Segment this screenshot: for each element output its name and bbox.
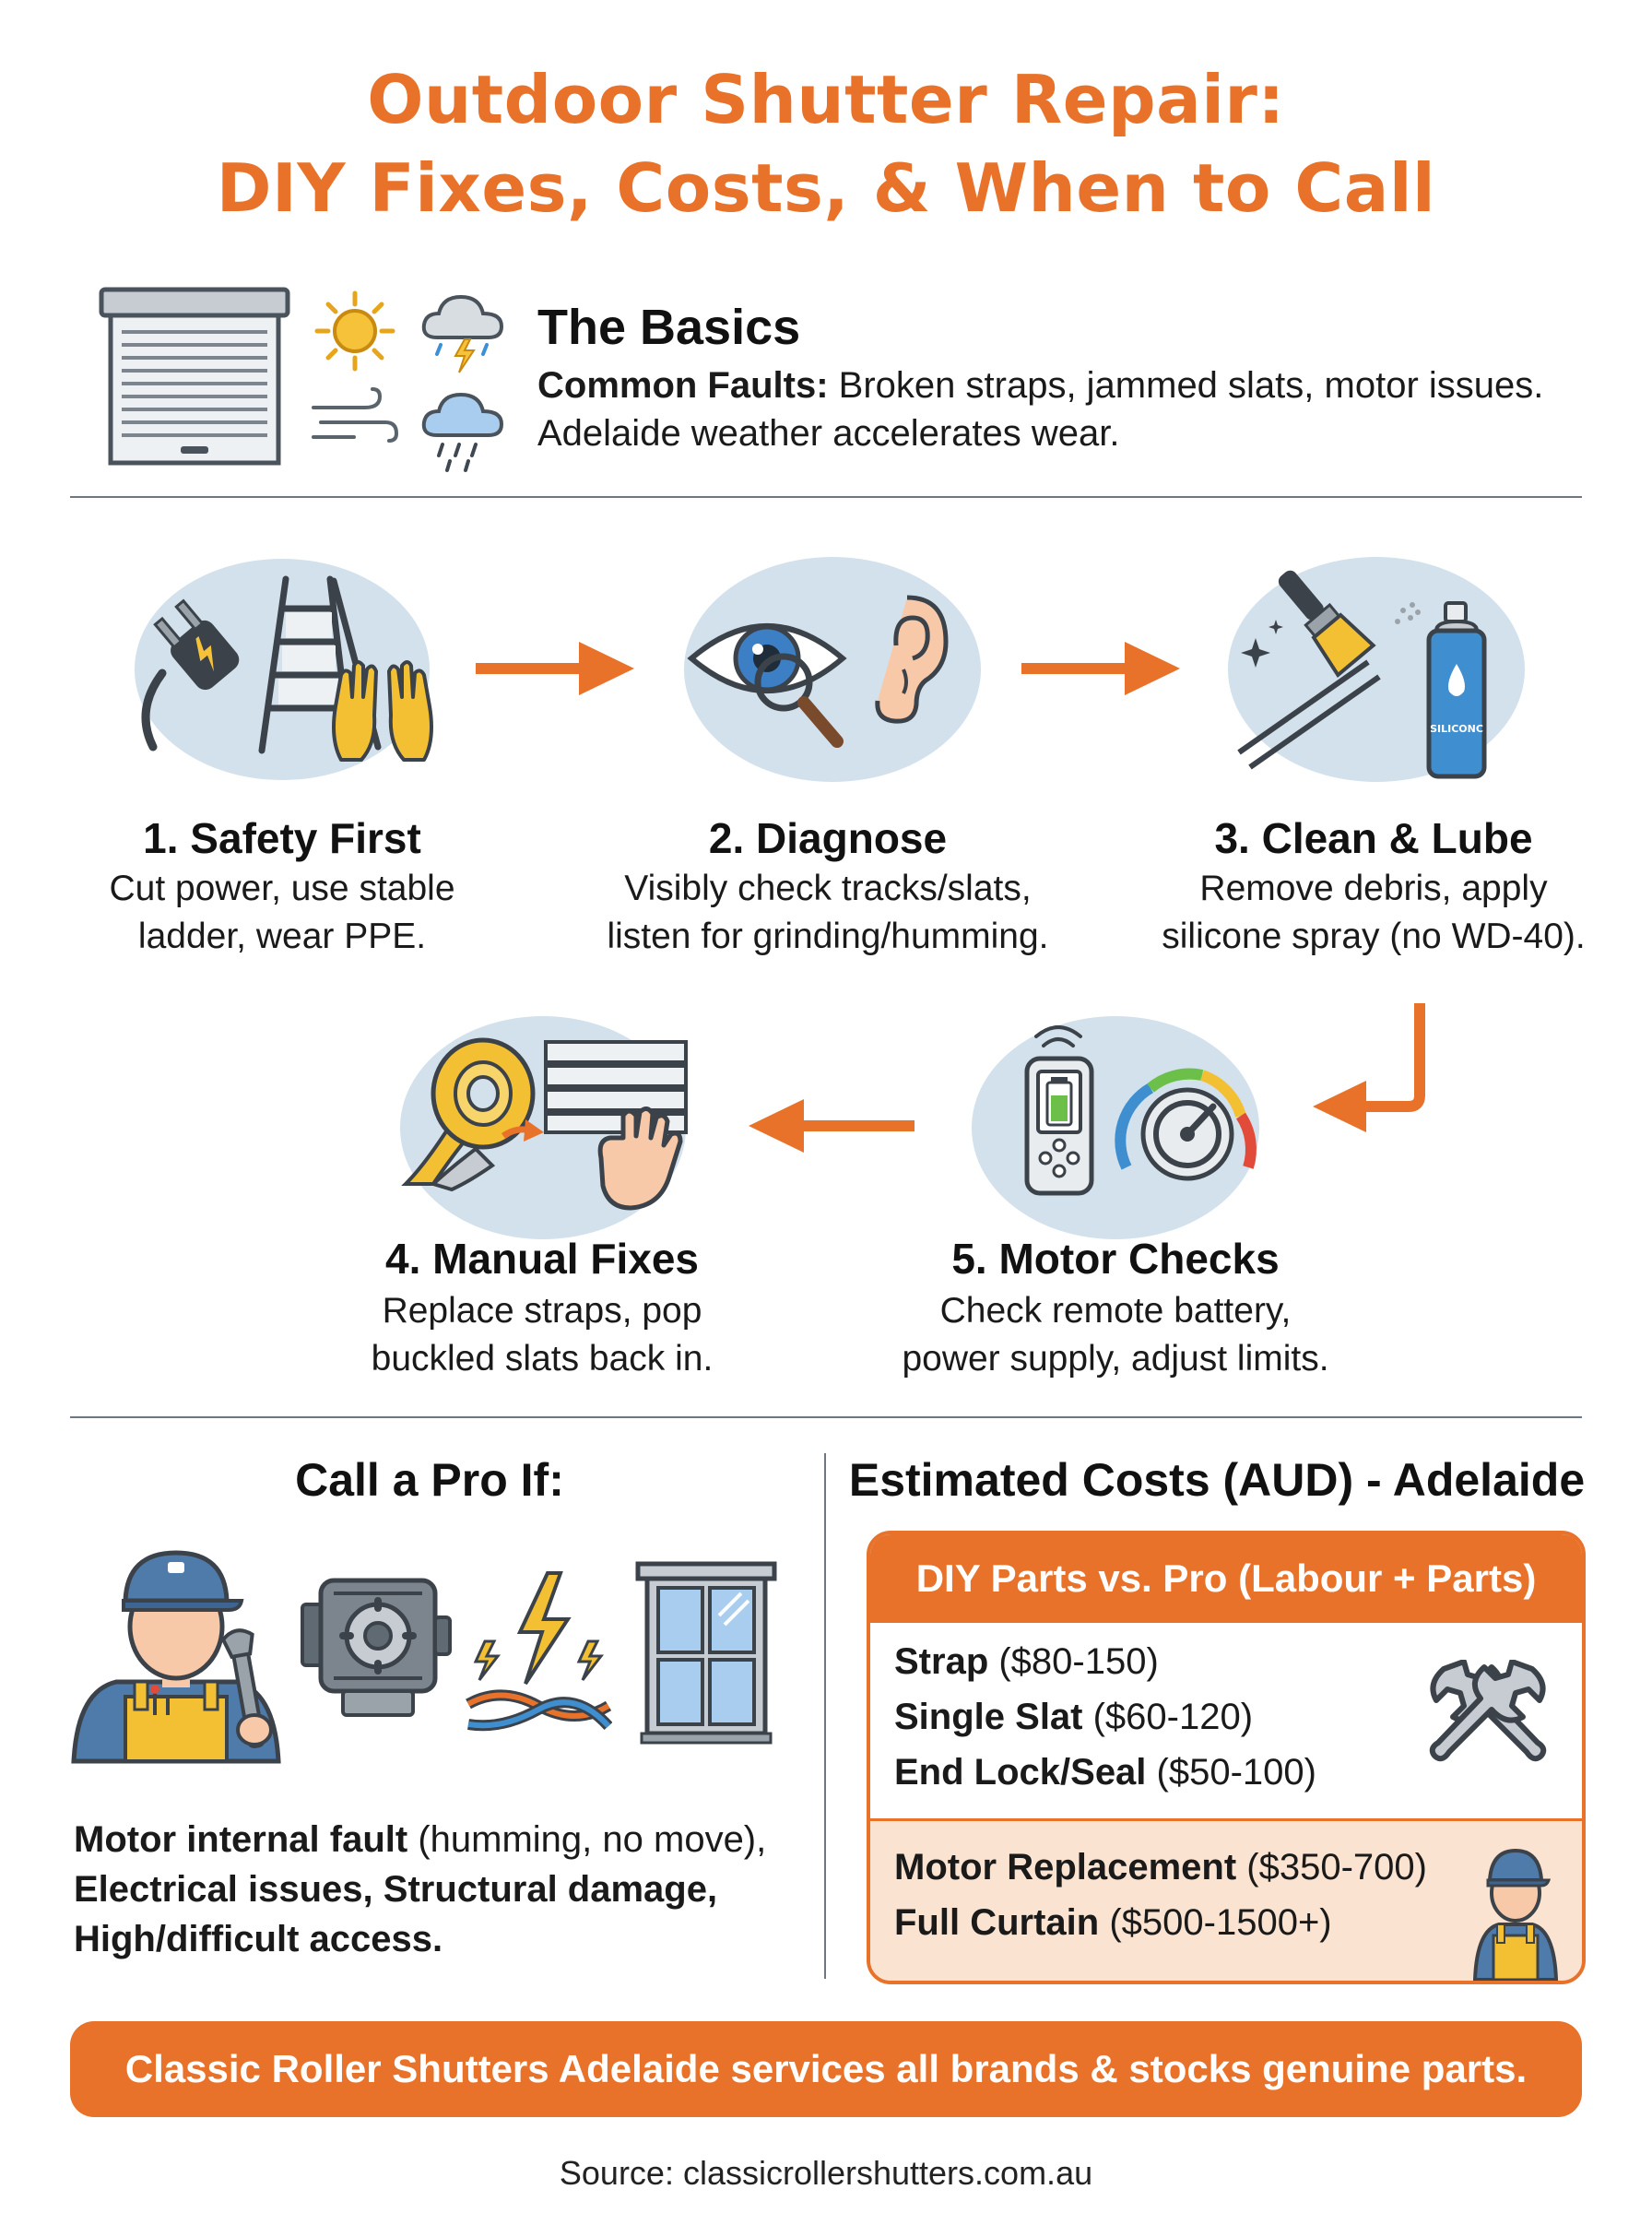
sun-icon	[313, 290, 396, 373]
cost-line-motor: Motor Replacement ($350-700)	[894, 1847, 1427, 1888]
gloves-icon	[323, 651, 442, 771]
basics-heading: The Basics	[537, 300, 801, 355]
magnifier-icon	[747, 645, 848, 756]
arrow-right-icon	[472, 636, 638, 701]
step5-desc1: Check remote battery,	[939, 1291, 1292, 1331]
step1-title: 1. Safety First	[143, 814, 421, 862]
ear-icon	[861, 590, 953, 728]
cost-line-slat: Single Slat ($60-120)	[894, 1697, 1254, 1737]
hand-icon	[583, 1103, 702, 1213]
rain-cloud-icon	[417, 384, 509, 476]
page-title-line2: DIY Fixes, Costs, & When to Call	[216, 149, 1436, 227]
cost-diy-section: Strap ($80-150) Single Slat ($60-120) En…	[870, 1623, 1582, 1818]
slats-icon	[542, 1035, 690, 1136]
step5-desc2: power supply, adjust limits.	[902, 1339, 1329, 1379]
technician-icon	[70, 1534, 282, 1765]
pro-item: High/difficult access.	[74, 1919, 443, 1959]
faults-text: Broken straps, jammed slats, motor issue…	[828, 365, 1544, 406]
cost-pro-section: Motor Replacement ($350-700) Full Curtai…	[870, 1818, 1582, 1981]
cost-box: DIY Parts vs. Pro (Labour + Parts) Strap…	[867, 1531, 1586, 1984]
wrenches-icon	[1423, 1660, 1552, 1789]
step2-title: 2. Diagnose	[708, 814, 948, 862]
arrow-right-icon	[1018, 636, 1184, 701]
divider-middle	[70, 1416, 1582, 1418]
arrow-left-icon	[743, 1094, 918, 1158]
pro-heading: Call a Pro If:	[295, 1454, 564, 1506]
costs-heading: Estimated Costs (AUD) - Adelaide	[848, 1454, 1586, 1506]
remote-icon	[1018, 1025, 1101, 1201]
step4-title: 4. Manual Fixes	[384, 1235, 699, 1283]
divider-top	[70, 496, 1582, 498]
basics-faults: Common Faults: Broken straps, jammed sla…	[537, 365, 1543, 407]
spray-label: SILICONC	[1430, 723, 1483, 735]
step3-title: 3. Clean & Lube	[1214, 814, 1533, 862]
faults-label: Common Faults:	[537, 365, 829, 406]
step4-desc2: buckled slats back in.	[371, 1339, 714, 1379]
footer-banner: Classic Roller Shutters Adelaide service…	[70, 2021, 1582, 2117]
window-icon	[634, 1560, 778, 1745]
plug-icon	[125, 572, 264, 756]
step3-desc2: silicone spray (no WD-40).	[1162, 917, 1586, 956]
source-credit: Source: classicrollershutters.com.au	[559, 2154, 1093, 2192]
strap-roll-icon	[396, 1027, 553, 1193]
roller-shutter-icon	[98, 284, 291, 468]
divider-vertical	[824, 1453, 826, 1979]
motor-icon	[297, 1568, 454, 1724]
step1-desc1: Cut power, use stable	[109, 869, 455, 908]
cost-line-endlock: End Lock/Seal ($50-100)	[894, 1752, 1316, 1793]
cost-box-heading: DIY Parts vs. Pro (Labour + Parts)	[870, 1534, 1582, 1623]
step2-desc1: Visibly check tracks/slats,	[624, 869, 1032, 908]
step1-desc2: ladder, wear PPE.	[137, 917, 427, 956]
pro-list: Motor internal fault (humming, no move),…	[74, 1815, 811, 1964]
spray-can-icon: SILICONC	[1390, 598, 1501, 782]
step4-desc1: Replace straps, pop	[382, 1291, 702, 1331]
electrical-icon	[465, 1568, 612, 1743]
step3-desc1: Remove debris, apply	[1199, 869, 1548, 908]
cost-line-strap: Strap ($80-150)	[894, 1641, 1159, 1682]
page-title-line1: Outdoor Shutter Repair:	[367, 61, 1285, 138]
technician-icon	[1471, 1834, 1560, 1981]
arrow-turn-left-icon	[1300, 1000, 1438, 1138]
step2-desc2: listen for grinding/humming.	[607, 917, 1049, 956]
brush-icon	[1230, 559, 1414, 780]
wind-icon	[308, 385, 400, 459]
eye-icon	[684, 603, 850, 714]
basics-weather: Adelaide weather accelerates wear.	[537, 413, 1120, 454]
storm-cloud-icon	[417, 286, 509, 378]
pro-item: Motor internal fault (humming, no move),	[74, 1819, 767, 1860]
pro-item: Electrical issues, Structural damage,	[74, 1869, 718, 1910]
gauge-icon	[1114, 1060, 1261, 1189]
step5-title: 5. Motor Checks	[951, 1235, 1280, 1283]
cost-line-curtain: Full Curtain ($500-1500+)	[894, 1902, 1332, 1943]
